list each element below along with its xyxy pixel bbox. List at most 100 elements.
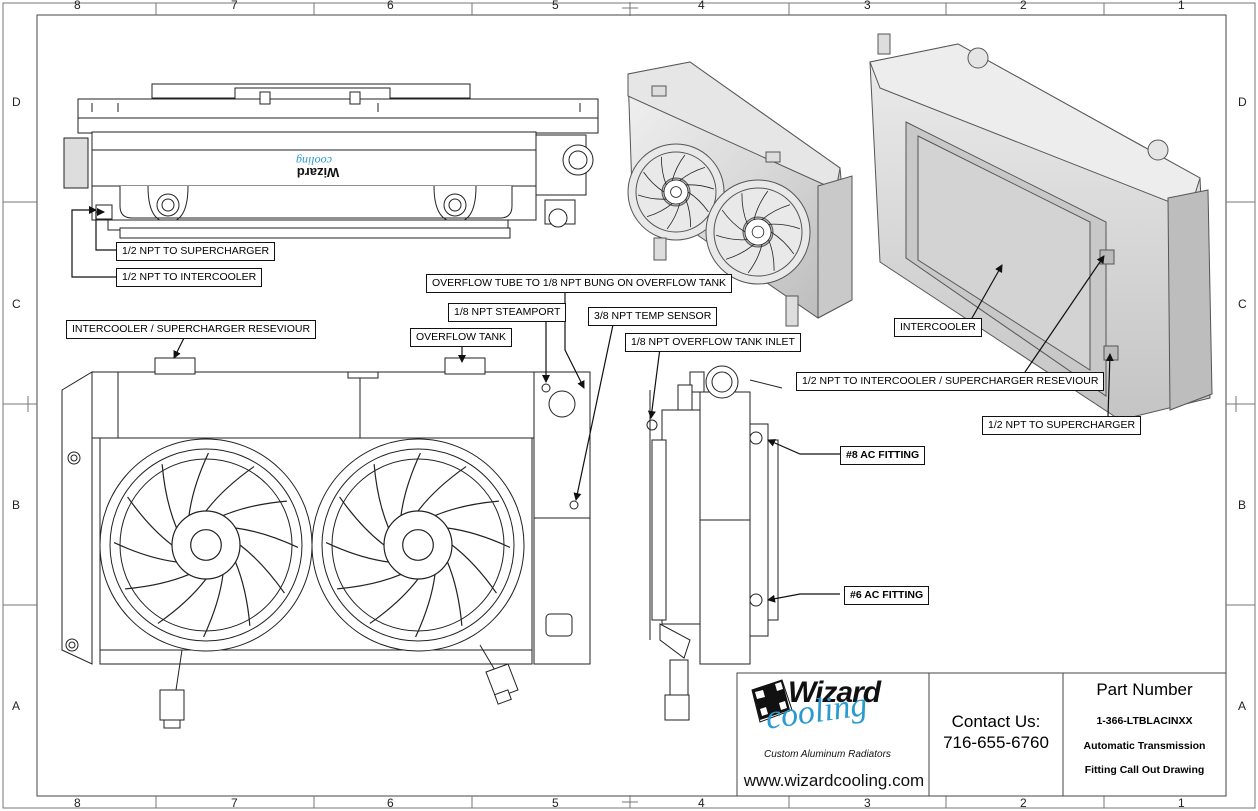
fan-spoke bbox=[446, 561, 463, 626]
checkered-flag-icon bbox=[751, 679, 793, 723]
fan-spoke bbox=[747, 244, 763, 274]
fan-spoke bbox=[235, 527, 299, 548]
fan-spoke bbox=[715, 234, 748, 241]
fan-wire-harness bbox=[159, 644, 519, 729]
part-number-value: 1-366-LTBLACINXX bbox=[1096, 715, 1193, 727]
contact-phone: 716-655-6760 bbox=[943, 733, 1049, 752]
zone-left-B: B bbox=[12, 498, 21, 512]
fan-spoke bbox=[234, 561, 251, 626]
side-view-leaders bbox=[647, 347, 840, 603]
fan-motor-core bbox=[402, 529, 434, 561]
zone-top-8: 8 bbox=[74, 0, 81, 12]
fan-left bbox=[113, 452, 299, 638]
fan-motor-hub bbox=[663, 179, 689, 205]
fan-spoke bbox=[369, 578, 419, 624]
fan-motor-core bbox=[751, 225, 765, 239]
fan-spoke bbox=[741, 193, 748, 225]
callout-steamport: 1/8 NPT STEAMPORT bbox=[448, 303, 567, 322]
zone-bottom-5: 5 bbox=[552, 796, 559, 810]
zone-bottom-2: 2 bbox=[1020, 796, 1027, 810]
callout-npt-intercooler-reservoir: 1/2 NPT TO INTERCOOLER / SUPERCHARGER RE… bbox=[796, 372, 1105, 391]
part-number-label: Part Number bbox=[1096, 680, 1193, 699]
top-view-logo-word2: cooling bbox=[296, 154, 332, 168]
fan-motor-core bbox=[190, 529, 222, 561]
fan-motor-hub bbox=[383, 510, 453, 580]
zone-top-5: 5 bbox=[552, 0, 559, 12]
fan-spoke bbox=[337, 573, 402, 590]
fan-spoke bbox=[373, 464, 390, 529]
side-view-drawing bbox=[646, 365, 783, 721]
iso-view-leaders bbox=[971, 255, 1114, 417]
fan-spoke bbox=[125, 573, 190, 590]
fan-spoke bbox=[157, 578, 207, 624]
fan-spoke bbox=[434, 500, 499, 517]
fan-spoke bbox=[661, 156, 667, 186]
drawing-description-line1: Automatic Transmission bbox=[1083, 740, 1206, 752]
callout-overflow-inlet: 1/8 NPT OVERFLOW TANK INLET bbox=[625, 333, 801, 352]
zone-top-4: 4 bbox=[698, 0, 705, 12]
fan-spoke bbox=[325, 542, 389, 563]
callout-npt-supercharger-top: 1/2 NPT TO SUPERCHARGER bbox=[116, 242, 276, 261]
fan-spoke bbox=[447, 527, 511, 548]
zone-top-6: 6 bbox=[387, 0, 394, 12]
top-view-logo-word1: Wizard bbox=[297, 165, 340, 180]
zone-bottom-8: 8 bbox=[74, 796, 81, 810]
fan-spoke bbox=[239, 544, 285, 594]
zone-left-C: C bbox=[12, 297, 21, 311]
fan-spoke bbox=[687, 191, 709, 213]
fan-spoke bbox=[127, 496, 173, 546]
top-view-leaders bbox=[71, 206, 116, 278]
callout-ac-fitting-6: #6 AC FITTING bbox=[844, 586, 930, 605]
zone-right-C: C bbox=[1238, 297, 1247, 311]
fan-spoke bbox=[451, 544, 497, 594]
zone-top-2: 2 bbox=[1020, 0, 1027, 12]
fan-spoke bbox=[113, 542, 177, 563]
fan-spoke bbox=[637, 194, 667, 200]
callout-intercooler: INTERCOOLER bbox=[894, 318, 982, 337]
fan-motor-hub bbox=[744, 218, 772, 246]
website-link[interactable]: www.wizardcooling.com bbox=[743, 771, 925, 790]
fan-spoke bbox=[188, 452, 209, 516]
fan-spoke bbox=[415, 574, 436, 638]
fan-spoke bbox=[400, 452, 421, 516]
zone-bottom-3: 3 bbox=[864, 796, 871, 810]
callout-overflow-tank: OVERFLOW TANK bbox=[410, 328, 513, 347]
fan-spoke bbox=[222, 500, 287, 517]
fan-spoke bbox=[417, 466, 467, 512]
fan-motor-hub bbox=[171, 510, 241, 580]
zone-top-7: 7 bbox=[231, 0, 238, 12]
fan-spoke bbox=[685, 198, 691, 228]
title-block-frame bbox=[736, 672, 1227, 797]
fan-spoke bbox=[666, 203, 681, 230]
top-view-drawing bbox=[63, 83, 599, 239]
fan-spoke bbox=[203, 574, 224, 638]
zone-right-A: A bbox=[1238, 699, 1247, 713]
callout-intercooler-reservoir: INTERCOOLER / SUPERCHARGER RESEVIOUR bbox=[66, 320, 317, 339]
fan-spoke bbox=[725, 244, 755, 260]
iso-view-front bbox=[627, 61, 853, 327]
fan-spoke bbox=[161, 464, 178, 529]
logo-tagline: Custom Aluminum Radiators bbox=[764, 749, 891, 760]
fan-spoke bbox=[721, 209, 746, 233]
fan-spoke bbox=[761, 204, 791, 220]
zone-top-1: 1 bbox=[1178, 0, 1185, 12]
iso-fan-spokes bbox=[637, 154, 801, 274]
fan-spoke bbox=[753, 190, 769, 220]
drawing-description-line2: Fitting Call Out Drawing bbox=[1084, 764, 1205, 776]
fan-spoke bbox=[671, 154, 686, 181]
fan-spoke bbox=[685, 184, 715, 190]
fan-right bbox=[325, 452, 511, 638]
front-view-drawing bbox=[61, 357, 591, 665]
zone-right-B: B bbox=[1238, 498, 1247, 512]
zone-top-3: 3 bbox=[864, 0, 871, 12]
iso-view-rear bbox=[869, 33, 1213, 421]
contact-label: Contact Us: bbox=[951, 712, 1041, 731]
top-view-logo: Wizard cooling bbox=[296, 154, 339, 180]
fan-spoke bbox=[643, 171, 665, 193]
fan-spoke bbox=[768, 223, 801, 230]
fan-spoke bbox=[768, 239, 775, 271]
zone-bottom-1: 1 bbox=[1178, 796, 1185, 810]
zone-bottom-4: 4 bbox=[698, 796, 705, 810]
